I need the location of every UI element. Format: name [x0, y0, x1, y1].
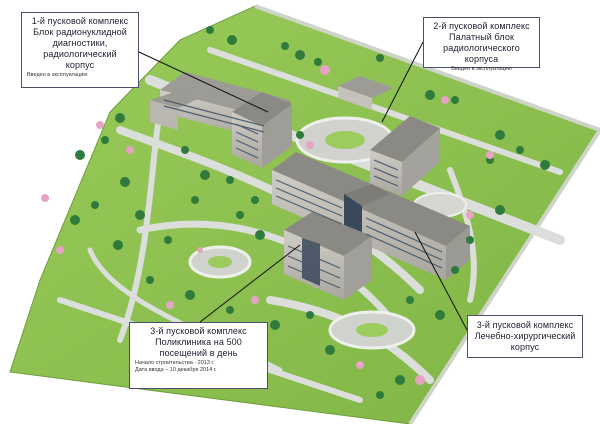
building-small-annex — [338, 76, 394, 110]
leader-lines — [138, 41, 468, 331]
callout-2-status: Введен в эксплуатацию — [451, 66, 512, 72]
plazas — [188, 116, 467, 350]
flowering-trees — [41, 65, 494, 385]
leader-line-1 — [138, 51, 269, 113]
callout-4-title: 3-й пусковой комплекс Лечебно-хирургичес… — [474, 320, 576, 352]
callout-complex-2: 2-й пусковой комплекс Палатный блок ради… — [423, 17, 540, 72]
callout-2-title: 2-й пусковой комплекс Палатный блок ради… — [433, 21, 530, 64]
callout-1-status: Введен в эксплуатацию — [27, 72, 88, 78]
callout-complex-3-surgical: 3-й пусковой комплекс Лечебно-хирургичес… — [467, 315, 583, 358]
trees — [70, 26, 550, 399]
building-windows — [163, 99, 443, 289]
leader-line-4 — [414, 231, 468, 331]
callout-complex-1: 1-й пусковой комплекс Блок радионуклидно… — [21, 12, 139, 88]
callout-complex-3-polyclinic: 3-й пусковой комплекс Поликлиника на 500… — [129, 322, 268, 389]
leader-line-3 — [199, 244, 301, 323]
building-polyclinic — [284, 212, 372, 300]
leader-line-2 — [381, 41, 424, 123]
callout-3-title: 3-й пусковой комплекс Поликлиника на 500… — [150, 326, 247, 358]
callout-3-dates: Начало строительства - 2013 г. Дата ввод… — [135, 360, 217, 373]
callout-1-title: 1-й пусковой комплекс Блок радионуклидно… — [31, 16, 129, 70]
